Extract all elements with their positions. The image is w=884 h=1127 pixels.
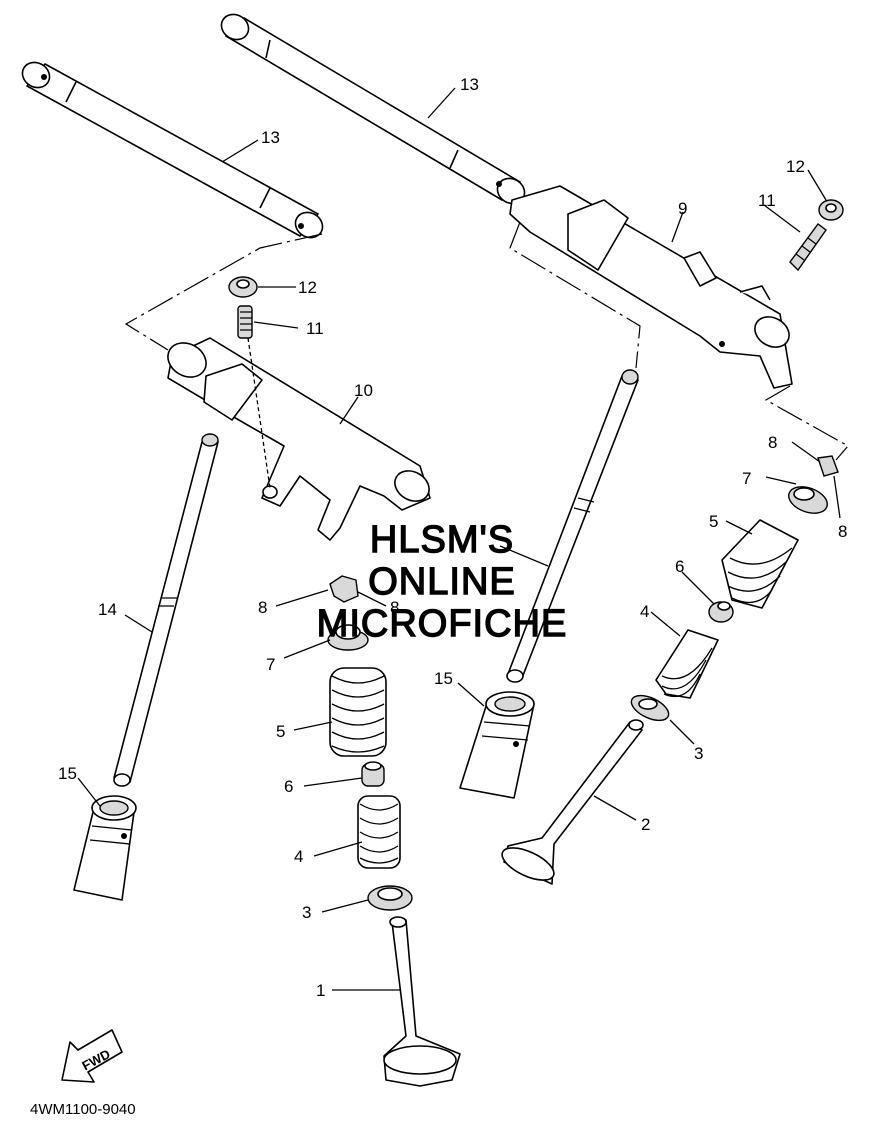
callout-11-left: 11 <box>306 319 324 338</box>
callout-6-left: 6 <box>284 777 293 796</box>
lifter-left <box>73 795 137 901</box>
rocker-shaft-left <box>21 61 324 239</box>
spring-retainer-right <box>788 486 828 514</box>
callout-14: 14 <box>98 600 117 619</box>
spring-seat-left <box>367 885 413 911</box>
callout-3-right: 3 <box>694 744 703 763</box>
callout-15-right: 15 <box>434 669 453 688</box>
fwd-arrow-icon: FWD <box>61 1029 123 1083</box>
callout-4-left: 4 <box>294 847 303 866</box>
push-rod-left <box>113 433 219 787</box>
outer-spring-right <box>721 519 799 609</box>
rocker-arm-10 <box>167 337 431 541</box>
callout-8-left: 8 <box>258 598 267 617</box>
leader-lines <box>77 87 841 991</box>
callout-5-left: 5 <box>276 722 285 741</box>
callout-12-right: 12 <box>786 157 805 176</box>
diagram-code: 4WM1100-9040 <box>30 1101 136 1118</box>
callout-5-right: 5 <box>709 512 718 531</box>
locknut-right <box>818 199 844 221</box>
callout-8-right-lower: 8 <box>838 522 847 541</box>
callout-11-right: 11 <box>758 191 776 210</box>
callout-2: 2 <box>641 815 650 834</box>
valve-cotter-right <box>817 455 839 477</box>
callout-8-left-b: 8 <box>390 598 399 617</box>
valve-right <box>501 719 644 885</box>
adjuster-screw-left <box>237 305 271 489</box>
alignment-lines <box>124 221 849 461</box>
callout-10: 10 <box>354 381 373 400</box>
spring-seat-right <box>630 694 670 722</box>
adjuster-screw-right <box>789 223 827 272</box>
valve-seal-left <box>361 761 385 787</box>
locknut-left <box>228 276 258 298</box>
lifter-right <box>459 691 535 799</box>
callout-15-left: 15 <box>58 764 77 783</box>
watermark: HLSM'S ONLINE MICROFICHE <box>316 518 568 645</box>
spring-retainer-left <box>327 624 369 651</box>
valve-seal-right <box>708 601 734 623</box>
callout-1: 1 <box>316 981 325 1000</box>
callout-12-left: 12 <box>298 278 317 297</box>
callouts: 13 13 9 12 11 12 11 10 8 7 8 5 6 4 3 2 8… <box>58 75 847 1000</box>
callout-7-right: 7 <box>742 469 751 488</box>
inner-spring-left <box>357 795 401 869</box>
outer-spring-left <box>329 667 387 757</box>
callout-8-right-upper: 8 <box>768 433 777 452</box>
callout-9: 9 <box>678 199 687 218</box>
rocker-arm-9 <box>509 185 793 389</box>
push-rod-right <box>506 369 639 683</box>
inner-spring-right <box>655 629 719 699</box>
callout-3-left: 3 <box>302 903 311 922</box>
valve-left <box>383 916 461 1087</box>
rocker-shaft-upper <box>220 13 526 205</box>
watermark-line-2: ONLINE <box>368 561 515 603</box>
callout-7-left: 7 <box>266 655 275 674</box>
callout-13-left: 13 <box>261 128 280 147</box>
callout-6-right: 6 <box>675 557 684 576</box>
watermark-line-3: MICROFICHE <box>317 603 568 645</box>
callout-4-right: 4 <box>640 602 649 621</box>
watermark-line-1: HLSM'S <box>370 519 514 561</box>
callout-13-upper: 13 <box>460 75 479 94</box>
valve-cotter-left <box>329 575 359 603</box>
